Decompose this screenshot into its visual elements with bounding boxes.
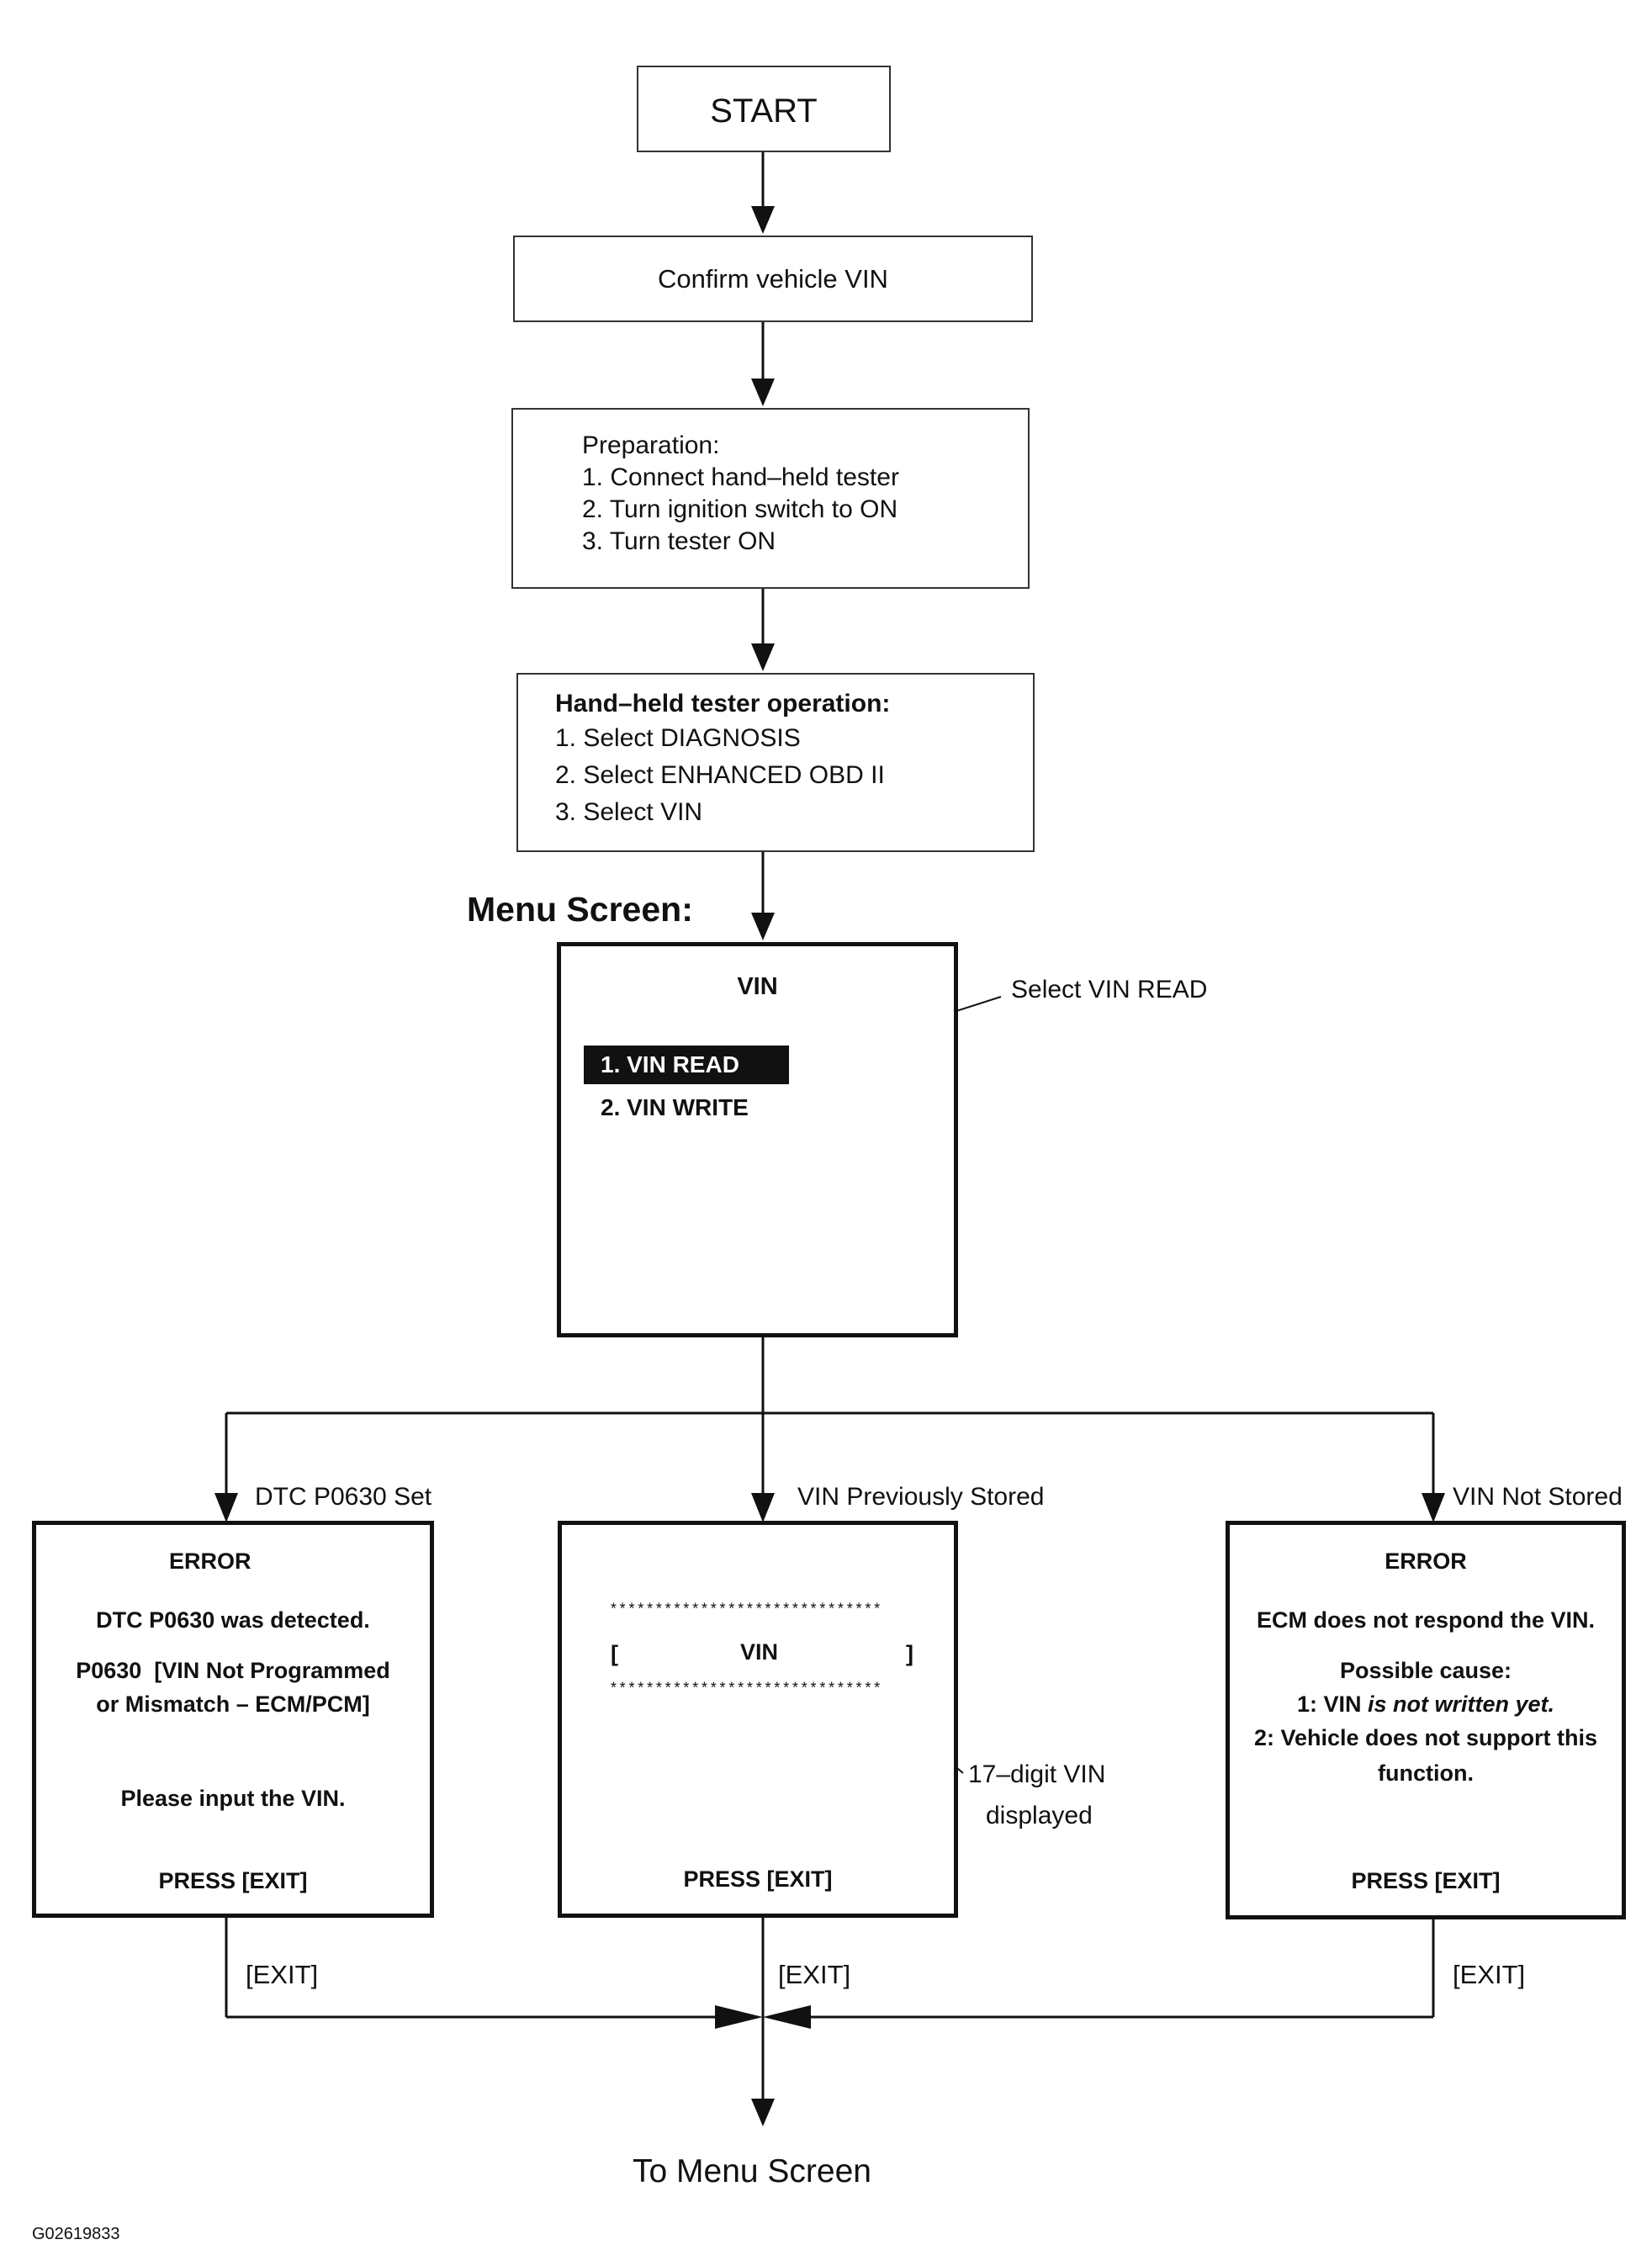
not-stored-line5: function.	[1378, 1760, 1474, 1786]
vin-stars-top: ******************************	[609, 1602, 882, 1619]
tester-operation-title: Hand–held tester operation:	[555, 690, 891, 717]
dtc-error-box: ERROR DTC P0630 was detected. P0630 [VIN…	[32, 1521, 434, 1918]
not-stored-press: PRESS [EXIT]	[1351, 1868, 1501, 1893]
vin-not-stored-box: ERROR ECM does not respond the VIN. Poss…	[1226, 1521, 1626, 1919]
arrowhead	[751, 2099, 775, 2126]
arrowhead	[751, 379, 775, 406]
not-stored-line1: ECM does not respond the VIN.	[1256, 1607, 1596, 1633]
not-stored-line2: Possible cause:	[1339, 1658, 1512, 1683]
not-stored-line3: 1: VIN is not written yet.	[1230, 1692, 1622, 1718]
confirm-vin-label: Confirm vehicle VIN	[658, 264, 888, 294]
arrowhead	[751, 913, 775, 940]
dtc-error-line3: or Mismatch – ECM/PCM]	[96, 1692, 370, 1717]
arrowhead	[214, 1493, 238, 1522]
not-stored-line4: 2: Vehicle does not support this	[1253, 1725, 1598, 1750]
vin-value: VIN	[740, 1639, 779, 1665]
not-stored-line3-a: 1: VIN	[1296, 1692, 1368, 1717]
menu-title: VIN	[737, 973, 778, 1000]
dtc-error-title: ERROR	[169, 1549, 252, 1574]
arrowhead	[751, 1493, 775, 1522]
menu-item-vin-read-label: 1. VIN READ	[601, 1051, 739, 1077]
tester-step-1: 1. Select DIAGNOSIS	[555, 724, 801, 752]
vin-callout-line2: displayed	[986, 1802, 1093, 1829]
menu-screen-caption: Menu Screen:	[467, 890, 693, 929]
arrowhead	[751, 643, 775, 671]
not-stored-line3-b: is not written yet.	[1368, 1692, 1555, 1717]
vin-bracket-right: ]	[906, 1641, 913, 1666]
menu-item-vin-write[interactable]: 2. VIN WRITE	[601, 1094, 749, 1120]
preparation-title: Preparation:	[582, 431, 720, 459]
vin-stored-press: PRESS [EXIT]	[683, 1866, 833, 1892]
to-menu-screen-label: To Menu Screen	[633, 2153, 871, 2189]
confirm-vin-box: Confirm vehicle VIN	[513, 236, 1033, 322]
start-box: START	[637, 66, 891, 152]
start-label: START	[710, 93, 818, 130]
arrowhead	[751, 206, 775, 234]
branch-right-condition: VIN Not Stored	[1453, 1483, 1623, 1511]
vin-stars-bottom: ******************************	[609, 1681, 882, 1698]
menu-screen-box: VIN 1. VIN READ 2. VIN WRITE	[557, 942, 958, 1337]
branch-left-condition: DTC P0630 Set	[255, 1483, 432, 1511]
vin-stored-box: ****************************** [ VIN ] *…	[558, 1521, 958, 1918]
dtc-error-press: PRESS [EXIT]	[158, 1868, 308, 1893]
preparation-step-3: 3. Turn tester ON	[582, 527, 776, 555]
branch-center-condition: VIN Previously Stored	[797, 1483, 1045, 1511]
tester-step-3: 3. Select VIN	[555, 798, 703, 826]
figure-id: G02619833	[32, 2225, 120, 2243]
tester-step-2: 2. Select ENHANCED OBD II	[555, 761, 885, 789]
dtc-error-line4: Please input the VIN.	[120, 1786, 346, 1811]
arrowhead	[1422, 1493, 1445, 1522]
arrowhead	[715, 2005, 763, 2029]
vin-callout-line1: 17–digit VIN	[968, 1760, 1106, 1788]
preparation-step-2: 2. Turn ignition switch to ON	[582, 495, 898, 523]
not-stored-title: ERROR	[1385, 1549, 1467, 1574]
exit-label-center: [EXIT]	[778, 1960, 851, 1989]
menu-item-vin-read[interactable]: 1. VIN READ	[584, 1046, 789, 1084]
dtc-error-line2: P0630 [VIN Not Programmed	[76, 1658, 390, 1683]
tester-operation-box: Hand–held tester operation: 1. Select DI…	[516, 673, 1035, 852]
menu-callout-label: Select VIN READ	[1011, 976, 1208, 1003]
dtc-error-line1: DTC P0630 was detected.	[96, 1607, 370, 1633]
exit-label-right: [EXIT]	[1453, 1960, 1526, 1989]
arrowhead	[763, 2005, 811, 2029]
preparation-box: Preparation: 1. Connect hand–held tester…	[511, 408, 1030, 589]
exit-label-left: [EXIT]	[246, 1960, 319, 1989]
preparation-step-1: 1. Connect hand–held tester	[582, 463, 899, 491]
vin-bracket-left: [	[611, 1641, 618, 1666]
